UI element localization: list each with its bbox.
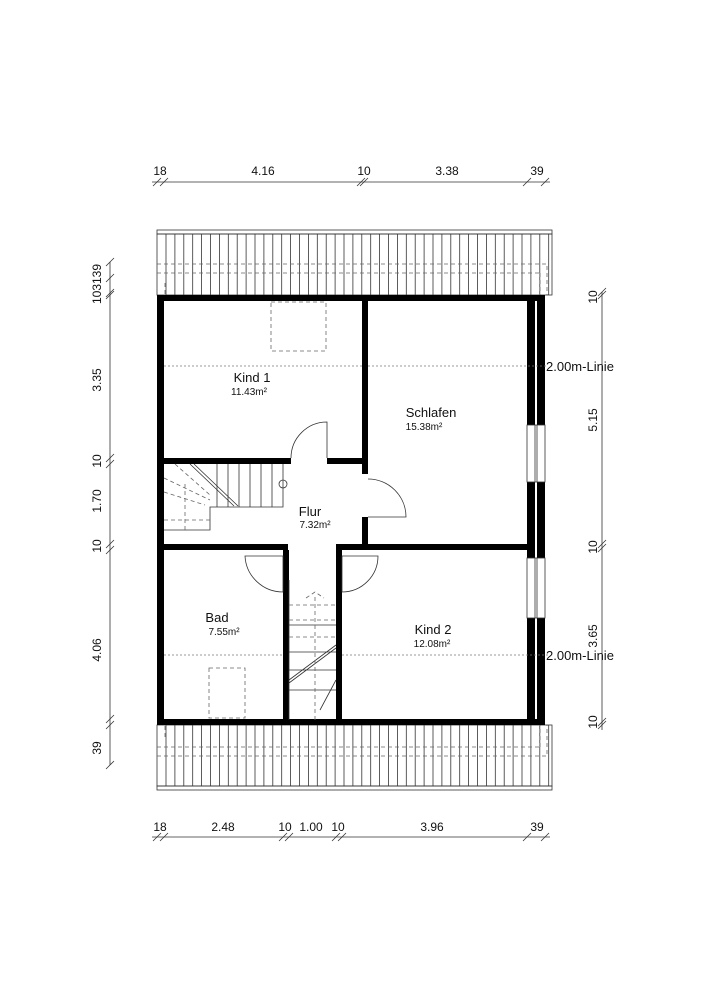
room-area: 7.55m² <box>208 627 240 638</box>
dimension-tick <box>105 760 115 770</box>
dimension-tick <box>105 539 115 549</box>
windows <box>526 424 546 619</box>
dimension-tick <box>597 720 607 730</box>
dimension-tick <box>105 273 115 283</box>
dimension-tick <box>105 257 115 267</box>
room-kind-1: Kind 1 11.43m² <box>231 370 270 398</box>
room-kind-2: Kind 2 12.08m² <box>414 622 452 650</box>
dim-right: 3.65 <box>586 624 600 648</box>
room-area: 7.32m² <box>299 520 331 531</box>
dimension-tick <box>159 177 169 187</box>
room-flur: Flur 7.32m² <box>299 504 331 531</box>
dimension-tick <box>105 714 115 724</box>
dimension-tick <box>540 832 550 842</box>
dim-bottom: 3.96 <box>420 820 444 834</box>
room-name: Kind 1 <box>234 370 271 385</box>
room-schlafen: Schlafen 15.38m² <box>406 405 457 433</box>
dim-left: 103139 <box>90 264 104 304</box>
dimension-tick <box>597 287 607 297</box>
roof-overhang <box>156 229 553 791</box>
height-line-label: 2.00m-Linie <box>546 648 614 663</box>
doors <box>244 421 407 593</box>
dim-right: 10 <box>586 715 600 729</box>
skylight <box>208 667 246 719</box>
dimension-tick <box>105 720 115 730</box>
dimension-tick <box>159 832 169 842</box>
dim-bottom: 18 <box>153 820 167 834</box>
room-area: 15.38m² <box>406 422 443 433</box>
staircase <box>163 463 337 720</box>
dim-bottom: 10 <box>278 820 292 834</box>
walls <box>157 295 545 725</box>
dimension-tick <box>522 177 532 187</box>
dimension-tick <box>152 177 162 187</box>
dim-left: 39 <box>90 741 104 755</box>
dim-top: 10 <box>357 164 371 178</box>
dimension-tick <box>359 177 369 187</box>
dim-right: 10 <box>586 540 600 554</box>
dimension-tick <box>597 290 607 300</box>
dim-left: 4.06 <box>90 638 104 662</box>
dimension-lines: 18 4.16 10 3.38 39 18 2.48 10 1.00 10 3.… <box>90 164 607 842</box>
dimension-tick <box>278 832 288 842</box>
dim-right: 5.15 <box>586 408 600 432</box>
dimension-tick <box>597 717 607 727</box>
room-area: 12.08m² <box>414 639 451 650</box>
dim-left: 3.35 <box>90 368 104 392</box>
dim-bottom: 1.00 <box>299 820 323 834</box>
dimension-tick <box>331 832 341 842</box>
dim-bottom: 2.48 <box>211 820 235 834</box>
dim-left: 1.70 <box>90 489 104 513</box>
room-name: Schlafen <box>406 405 457 420</box>
room-name: Kind 2 <box>415 622 452 637</box>
dim-left: 10 <box>90 454 104 468</box>
dim-left: 10 <box>90 539 104 553</box>
dimension-tick <box>284 832 294 842</box>
dim-top: 3.38 <box>435 164 459 178</box>
dimension-tick <box>337 832 347 842</box>
dimension-tick <box>152 832 162 842</box>
dim-right: 10 <box>586 290 600 304</box>
skylight <box>270 301 327 352</box>
room-bad: Bad 7.55m² <box>205 610 240 638</box>
dimension-tick <box>597 539 607 549</box>
dim-top: 18 <box>153 164 167 178</box>
dimension-tick <box>522 832 532 842</box>
room-name: Bad <box>205 610 228 625</box>
dim-bottom: 10 <box>331 820 345 834</box>
dim-top: 4.16 <box>251 164 275 178</box>
dimension-tick <box>597 543 607 553</box>
dim-top: 39 <box>530 164 544 178</box>
dim-bottom: 39 <box>530 820 544 834</box>
room-name: Flur <box>299 504 322 519</box>
height-line-label: 2.00m-Linie <box>546 359 614 374</box>
dimension-tick <box>356 177 366 187</box>
dimension-tick <box>105 453 115 463</box>
room-area: 11.43m² <box>231 387 268 398</box>
dimension-tick <box>105 288 115 298</box>
dimension-tick <box>105 290 115 300</box>
dimension-tick <box>105 459 115 469</box>
dimension-tick <box>540 177 550 187</box>
dimension-tick <box>105 545 115 555</box>
